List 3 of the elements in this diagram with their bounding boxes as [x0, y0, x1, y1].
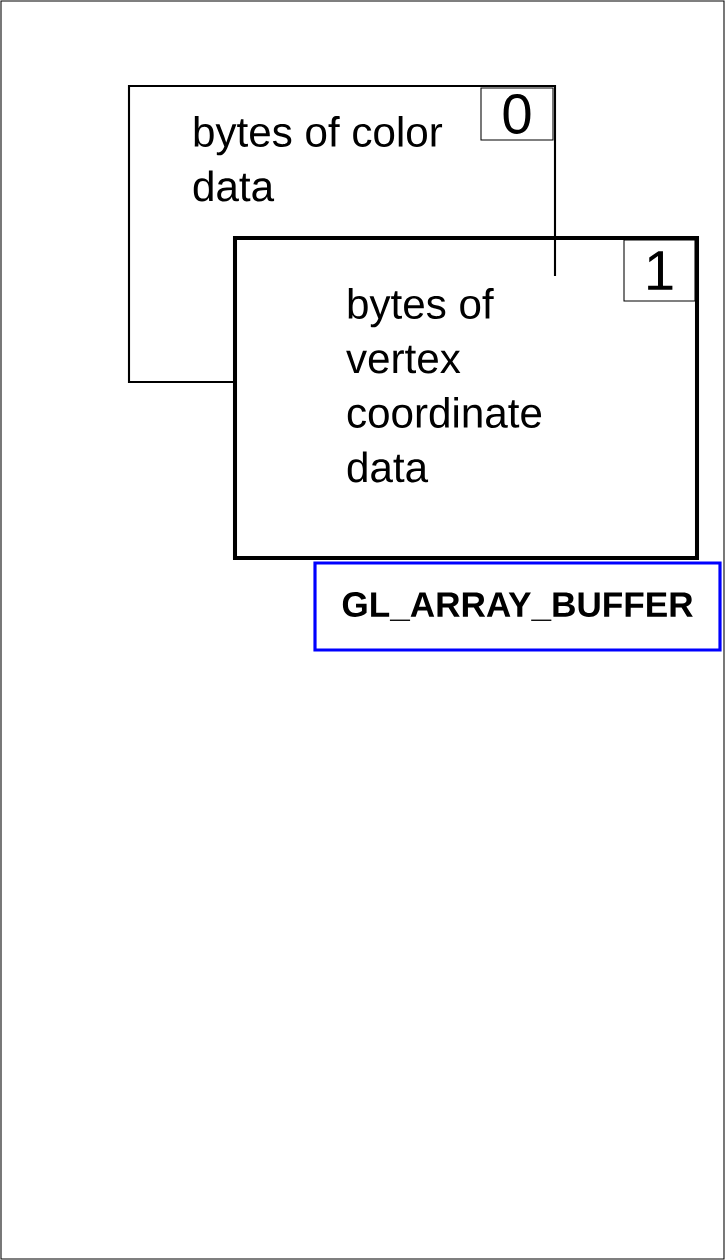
index-box: 0	[480, 87, 554, 141]
target-label-box: GL_ARRAY_BUFFER	[313, 561, 722, 652]
index-box: 1	[623, 239, 696, 302]
